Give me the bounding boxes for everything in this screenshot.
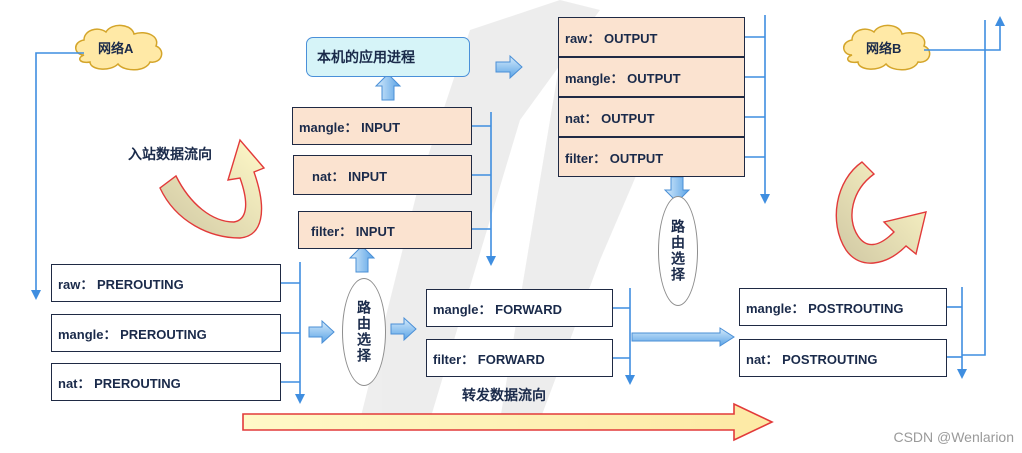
local-app-process: 本机的应用进程 bbox=[306, 37, 470, 77]
routing-decision-prerouting: 路由选择 bbox=[342, 278, 386, 386]
chain-filter-input: filter： INPUT bbox=[298, 211, 472, 249]
inbound-flow-label: 入站数据流向 bbox=[128, 146, 212, 162]
chain-filter-forward: filter： FORWARD bbox=[426, 339, 613, 377]
chain-nat-prerouting: nat： PREROUTING bbox=[51, 363, 281, 401]
chain-raw-output: raw： OUTPUT bbox=[558, 17, 745, 57]
routing-decision-label: 路由选择 bbox=[356, 300, 372, 364]
chain-nat-postrouting: nat： POSTROUTING bbox=[739, 339, 947, 377]
routing-decision-output: 路由选择 bbox=[658, 196, 698, 306]
cloud-network-a bbox=[75, 24, 163, 71]
chain-filter-output: filter： OUTPUT bbox=[558, 137, 745, 177]
outbound-curved-arrow bbox=[835, 161, 927, 264]
block-arrows bbox=[308, 54, 735, 347]
network-b-label: 网络B bbox=[866, 41, 902, 56]
chain-mangle-output: mangle： OUTPUT bbox=[558, 57, 745, 97]
chain-mangle-prerouting: mangle： PREROUTING bbox=[51, 314, 281, 352]
flow-lines bbox=[35, 15, 1001, 400]
chain-nat-input: nat： INPUT bbox=[293, 155, 472, 195]
chain-mangle-input: mangle： INPUT bbox=[292, 107, 472, 145]
network-a-label: 网络A bbox=[98, 41, 134, 56]
routing-decision-label: 路由选择 bbox=[670, 219, 686, 283]
inbound-curved-arrow bbox=[159, 138, 266, 239]
flow-arrowheads bbox=[31, 16, 1005, 404]
cloud-network-b bbox=[843, 24, 931, 71]
chain-mangle-forward: mangle： FORWARD bbox=[426, 289, 613, 327]
chain-mangle-postrouting: mangle： POSTROUTING bbox=[739, 288, 947, 326]
chain-nat-output: nat： OUTPUT bbox=[558, 97, 745, 137]
chain-raw-prerouting: raw： PREROUTING bbox=[51, 264, 281, 302]
forward-big-arrow bbox=[242, 402, 774, 442]
forward-flow-label: 转发数据流向 bbox=[462, 387, 546, 403]
csdn-watermark: CSDN @Wenlarion bbox=[893, 429, 1014, 445]
